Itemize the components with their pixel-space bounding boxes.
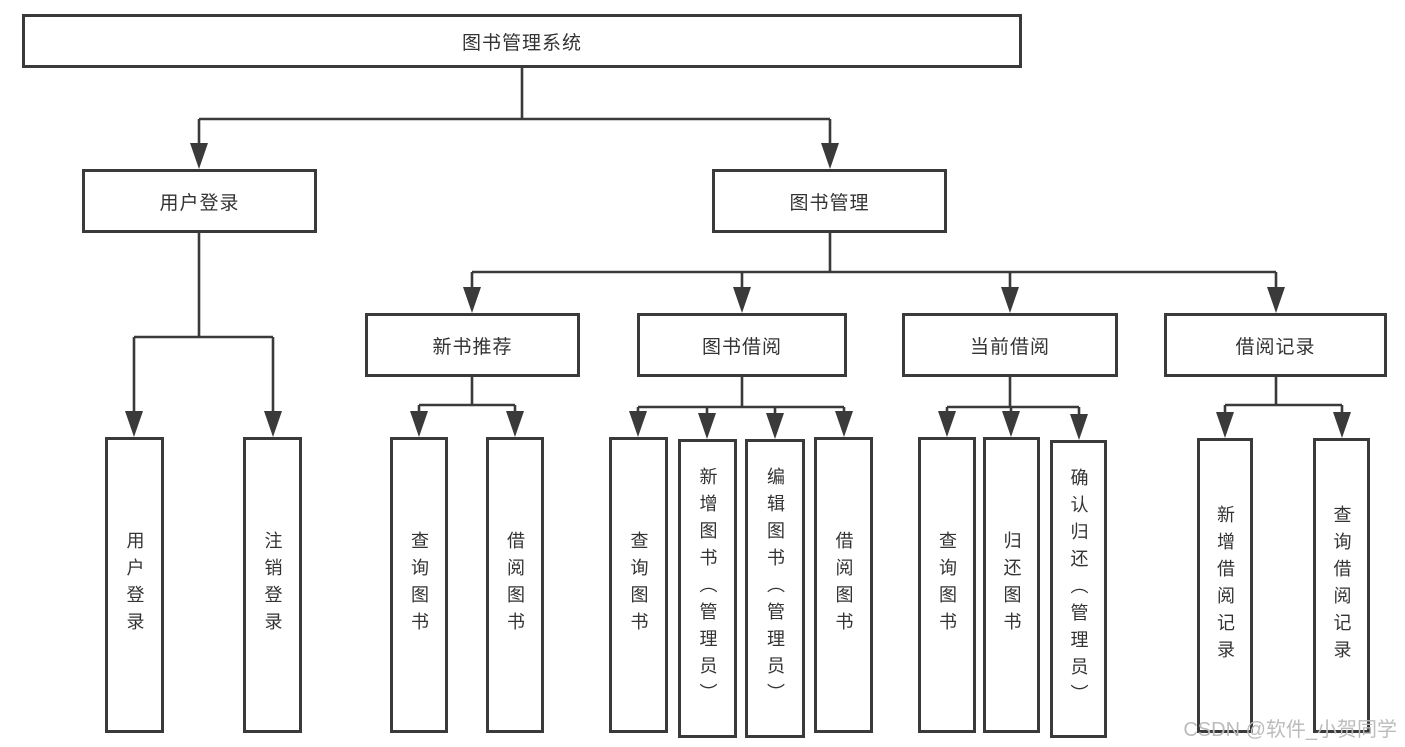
- node-label: 图书借阅: [701, 336, 782, 358]
- leaf-borrow-books-recommend: 借阅图书: [486, 437, 544, 733]
- node-label: 新增借阅记录: [1215, 504, 1235, 667]
- leaf-user-login: 用户登录: [105, 437, 164, 733]
- node-label: 当前借阅: [969, 336, 1050, 358]
- node-label: 归还图书: [1001, 531, 1022, 639]
- node-current-borrowing: 当前借阅: [902, 313, 1118, 377]
- connector-book-management-to-level3: [463, 233, 1285, 313]
- node-label: 新增图书（管理员）: [697, 467, 718, 710]
- node-label: 注销登录: [262, 531, 283, 639]
- watermark: CSDN @软件_小贺同学: [1183, 719, 1397, 741]
- node-label: 借阅记录: [1235, 336, 1316, 358]
- connector-user-login-to-leaves: [125, 233, 282, 437]
- leaf-logout: 注销登录: [243, 437, 302, 733]
- node-book-borrowing: 图书借阅: [637, 313, 847, 377]
- leaf-query-borrow-record: 查询借阅记录: [1313, 438, 1370, 733]
- connector-borrow-records-to-leaves: [1216, 377, 1351, 438]
- leaf-query-books-borrowing: 查询图书: [609, 437, 668, 733]
- connector-root-to-level2: [190, 68, 839, 169]
- node-label: 新书推荐: [432, 336, 513, 358]
- node-label: 确认归还（管理员）: [1068, 467, 1089, 711]
- node-label: 编辑图书（管理员）: [765, 467, 785, 710]
- node-label: 用户登录: [159, 192, 240, 214]
- node-label: 借阅图书: [833, 531, 854, 639]
- node-label: 用户登录: [124, 531, 145, 639]
- node-label: 查询借阅记录: [1331, 504, 1352, 667]
- node-new-book-recommend: 新书推荐: [365, 313, 580, 377]
- node-label: 图书管理: [789, 192, 870, 214]
- leaf-add-books-admin: 新增图书（管理员）: [678, 439, 737, 738]
- leaf-return-books: 归还图书: [983, 437, 1040, 733]
- node-label: 借阅图书: [505, 531, 525, 639]
- node-label: 查询图书: [409, 531, 429, 639]
- connector-new-book-to-leaves: [410, 377, 524, 437]
- node-label: 查询图书: [628, 531, 649, 639]
- node-user-login: 用户登录: [82, 169, 317, 233]
- node-label: 查询图书: [937, 531, 957, 639]
- leaf-query-books-recommend: 查询图书: [390, 437, 448, 733]
- node-library-system: 图书管理系统: [22, 14, 1022, 68]
- leaf-query-books-current: 查询图书: [918, 437, 976, 733]
- leaf-add-borrow-record: 新增借阅记录: [1197, 438, 1253, 733]
- node-book-management: 图书管理: [712, 169, 947, 233]
- leaf-borrow-books-borrowing: 借阅图书: [814, 437, 873, 733]
- node-label: 图书管理系统: [461, 32, 582, 54]
- leaf-edit-books-admin: 编辑图书（管理员）: [745, 439, 805, 738]
- leaf-confirm-return-admin: 确认归还（管理员）: [1050, 440, 1107, 738]
- node-borrow-records: 借阅记录: [1164, 313, 1387, 377]
- connector-current-borrowing-to-leaves: [938, 377, 1088, 440]
- connector-book-borrowing-to-leaves: [629, 377, 853, 439]
